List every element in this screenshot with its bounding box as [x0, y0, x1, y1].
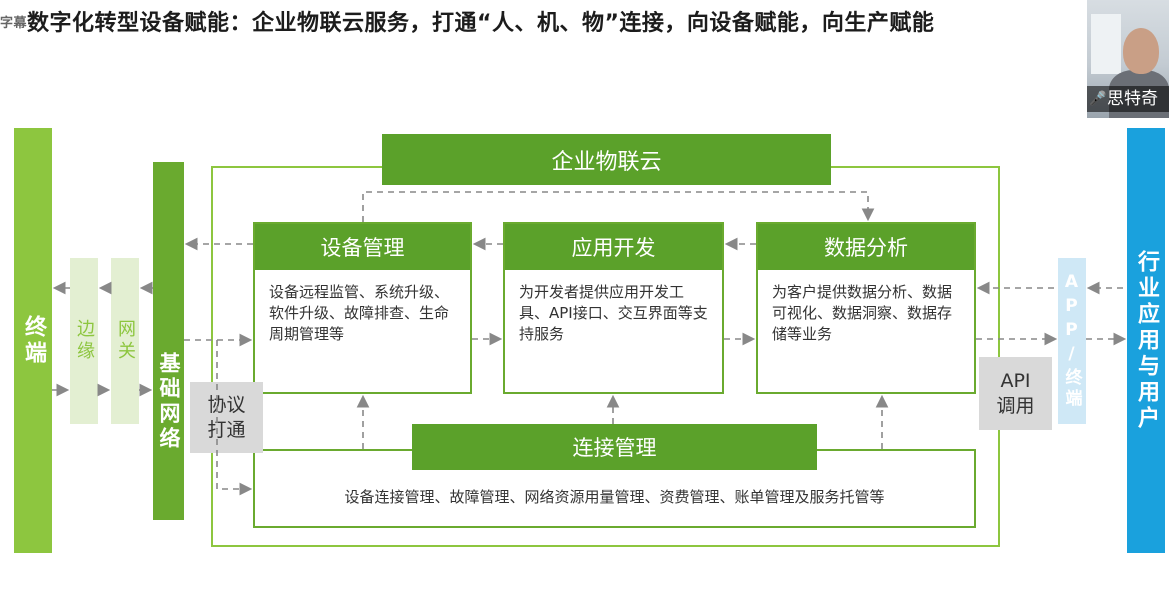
base-network-bar: 基础网络	[153, 162, 184, 520]
participant-video-thumbnail[interactable]: 🎤思特奇	[1087, 0, 1169, 118]
video-window-light	[1091, 14, 1121, 74]
app-development-card: 应用开发 为开发者提供应用开发工具、API接口、交互界面等支持服务	[503, 222, 724, 394]
subtitle-marker: 字幕	[0, 16, 28, 31]
app-development-title: 应用开发	[505, 224, 722, 270]
iot-cloud-title: 企业物联云	[382, 134, 831, 185]
data-analytics-desc: 为客户提供数据分析、数据可视化、数据洞察、数据存储等业务	[772, 283, 953, 343]
participant-name: 思特奇	[1107, 89, 1158, 109]
arrow-network-to-connection	[216, 340, 253, 496]
data-analytics-title: 数据分析	[758, 224, 974, 270]
participant-head	[1123, 28, 1159, 74]
terminal-bar: 终端	[14, 128, 52, 553]
industry-users-bar: 行业应用与用户	[1127, 128, 1165, 553]
participant-label: 🎤思特奇	[1087, 86, 1169, 112]
edge-bar: 边缘	[70, 258, 98, 424]
arrow-cloud-loop	[362, 191, 875, 222]
microphone-icon[interactable]: 🎤	[1089, 91, 1107, 107]
slide-title: 字幕数字化转型设备赋能：企业物联云服务，打通“人、机、物”连接，向设备赋能，向生…	[0, 6, 1085, 42]
connection-management-title: 连接管理	[412, 424, 817, 470]
app-development-desc: 为开发者提供应用开发工具、API接口、交互界面等支持服务	[519, 283, 708, 343]
gateway-bar: 网关	[111, 258, 139, 424]
api-call-text: API调用	[996, 369, 1035, 417]
app-terminal-bar: APP/终端	[1058, 258, 1086, 424]
device-management-desc: 设备远程监管、系统升级、软件升级、故障排查、生命周期管理等	[269, 283, 450, 343]
data-analytics-card: 数据分析 为客户提供数据分析、数据可视化、数据洞察、数据存储等业务	[756, 222, 976, 394]
api-call-label: API调用	[979, 357, 1052, 430]
connection-management-desc: 设备连接管理、故障管理、网络资源用量管理、资费管理、账单管理及服务托管等	[344, 488, 885, 506]
device-management-card: 设备管理 设备远程监管、系统升级、软件升级、故障排查、生命周期管理等	[253, 222, 472, 394]
device-management-title: 设备管理	[255, 224, 470, 270]
slide-title-text: 数字化转型设备赋能：企业物联云服务，打通“人、机、物”连接，向设备赋能，向生产赋…	[27, 11, 935, 36]
